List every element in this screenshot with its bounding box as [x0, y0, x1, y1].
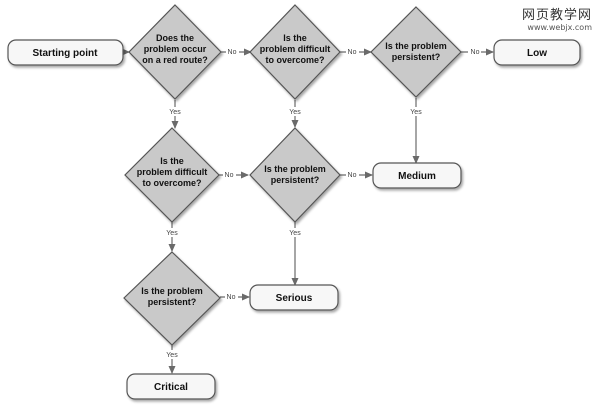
edge-label-no: No	[348, 49, 357, 56]
decision-line: persistent?	[392, 52, 441, 62]
terminal-start: Starting point	[7, 39, 124, 66]
edge-labels: No No No No No No Yes Yes Yes Yes Yes Ye…	[164, 47, 481, 359]
decision-line: persistent?	[271, 175, 320, 185]
edge-label-no: No	[225, 172, 234, 179]
edge-label-yes: Yes	[410, 109, 422, 116]
decision-line: Is the	[283, 33, 307, 43]
decision-line: problem difficult	[260, 44, 331, 54]
decision-line: persistent?	[148, 297, 197, 307]
edge-label-yes: Yes	[289, 230, 301, 237]
terminal-serious: Serious	[249, 284, 339, 311]
edge-label-yes: Yes	[289, 109, 301, 116]
decision-line: Is the	[160, 156, 184, 166]
watermark: 网页教学网 www.webjx.com	[522, 4, 592, 32]
edge-label-yes: Yes	[166, 230, 178, 237]
terminal-label: Low	[527, 48, 547, 59]
edge-label-yes: Yes	[169, 109, 181, 116]
terminal-critical: Critical	[126, 373, 216, 400]
terminal-low: Low	[493, 39, 581, 66]
decision-persistent-2: Is the problem persistent?	[249, 127, 341, 223]
terminal-label: Serious	[276, 293, 313, 304]
terminal-label: Medium	[398, 171, 436, 182]
edge-label-no: No	[348, 172, 357, 179]
terminal-medium: Medium	[372, 162, 462, 189]
decision-line: Is the problem	[385, 41, 447, 51]
watermark-url: www.webjx.com	[527, 23, 592, 32]
decision-red-route: Does the problem occur on a red route?	[128, 4, 222, 100]
decision-persistent-3: Is the problem persistent?	[123, 251, 221, 346]
edge-label-yes: Yes	[166, 352, 178, 359]
decision-line: to overcome?	[265, 55, 324, 65]
edge-label-no: No	[228, 49, 237, 56]
terminal-label: Critical	[154, 382, 188, 393]
decision-line: problem occur	[144, 44, 207, 54]
decision-line: Is the problem	[264, 164, 326, 174]
watermark-title: 网页教学网	[521, 8, 592, 23]
decision-persistent-1: Is the problem persistent?	[370, 6, 462, 98]
decision-difficult-1: Is the problem difficult to overcome?	[249, 4, 341, 100]
decision-difficult-2: Is the problem difficult to overcome?	[124, 127, 220, 223]
decision-line: to overcome?	[142, 178, 201, 188]
edge-label-no: No	[471, 49, 480, 56]
decision-line: problem difficult	[137, 167, 208, 177]
decision-line: on a red route?	[142, 55, 208, 65]
terminal-label: Starting point	[33, 48, 99, 59]
decision-line: Is the problem	[141, 286, 203, 296]
edge-label-no: No	[227, 294, 236, 301]
decision-line: Does the	[156, 33, 194, 43]
